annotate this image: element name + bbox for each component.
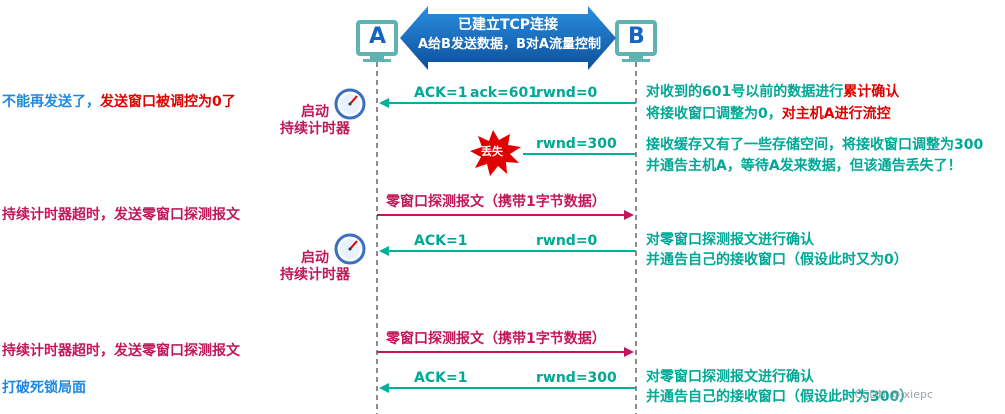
row-5-probe-label: 零窗口探测报文（携带1字节数据） [386,331,606,347]
row-1-ack-flag: ACK=1 [414,85,468,101]
lost-burst-icon [470,130,521,176]
watermark: CSDN @Jxiepc [854,388,933,401]
row-2-rwnd: rwnd=300 [536,136,617,152]
row-4-timer-line-1: 启动 [301,250,329,266]
banner-title: 已建立TCP连接 [457,17,559,33]
row-1-right-note-2-highlight: 对主机A进行流控 [781,106,891,122]
row-1-timer-label: 启动 持续计时器 [274,104,356,138]
row-4-ack-flag: ACK=1 [414,233,468,249]
row-1-timer-line-1: 启动 [301,104,329,120]
row-4-timer-line-2: 持续计时器 [280,266,350,283]
row-1-left-note: 不能再发送了，发送窗口被调控为0了 [2,94,236,111]
row-1-rwnd: rwnd=0 [536,85,598,101]
row-5-left-note: 持续计时器超时，发送零窗口探测报文 [2,343,240,359]
row-6-right-note-2: 并通告自己的接收窗口（假设此时为300） [646,389,914,405]
row-1-right-note-1-highlight: 累计确认 [843,84,900,100]
host-b-label: B [628,24,645,49]
banner-double-arrow [400,6,616,70]
row-1-ack-number: ack=601 [470,85,539,101]
row-3-left-note: 持续计时器超时，发送零窗口探测报文 [2,207,240,223]
row-4-right-note-2: 并通告自己的接收窗口（假设此时又为0） [646,252,908,268]
clock-icon [334,88,366,120]
row-1-right-note-2: 将接收窗口调整为0，对主机A进行流控 [646,106,891,123]
row-3-probe-label: 零窗口探测报文（携带1字节数据） [386,194,606,210]
row-6-ack-flag: ACK=1 [414,370,468,386]
row-6-rwnd: rwnd=300 [536,370,617,386]
row-1-left-note-text: 不能再发送了， [2,94,100,110]
row-2-right-note-1: 接收缓存又有了一些存储空间，将接收窗口调整为300 [646,137,984,153]
host-b-icon [615,20,657,62]
banner-subtitle: A给B发送数据，B对A流量控制 [418,37,601,52]
row-1-right-note-1-text: 对收到的601号以前的数据进行 [646,84,844,100]
row-4-rwnd: rwnd=0 [536,233,598,249]
row-1-timer-line-2: 持续计时器 [280,120,350,137]
host-a-icon [356,20,398,62]
clock-icon [334,233,366,265]
row-6-left-note: 打破死锁局面 [2,380,86,396]
row-1-right-note-2-text: 将接收窗口调整为0， [646,106,782,122]
row-6-right-note-1: 对零窗口探测报文进行确认 [646,369,814,385]
lost-label: 丢失 [481,145,503,158]
row-2-right-note-2: 并通告主机A，等待A发来数据，但该通告丢失了！ [646,158,962,174]
row-4-right-note-1: 对零窗口探测报文进行确认 [646,232,814,248]
row-4-timer-label: 启动 持续计时器 [274,250,356,284]
host-a-label: A [369,24,387,49]
row-1-right-note-1: 对收到的601号以前的数据进行累计确认 [646,84,899,101]
row-1-left-note-highlight: 发送窗口被调控为0了 [100,94,236,110]
